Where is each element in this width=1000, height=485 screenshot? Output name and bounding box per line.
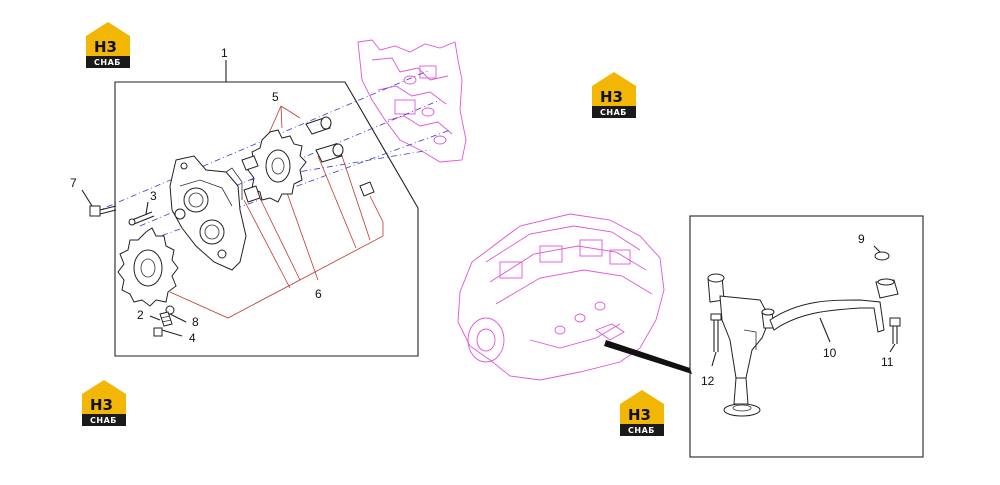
pump-group-frame — [114, 81, 419, 357]
logo-banner — [620, 424, 664, 436]
leader-9 — [873, 245, 881, 253]
pin-3 — [128, 211, 155, 226]
bolt-12 — [710, 313, 722, 367]
logo-mark-text: H3 — [628, 406, 651, 424]
logo-mark-text: H3 — [600, 88, 623, 106]
bolt-7 — [89, 205, 117, 217]
logo-mark-text: H3 — [90, 396, 113, 414]
callout-11: 11 — [881, 355, 894, 369]
bolt-11 — [889, 317, 901, 353]
logo-top-right: H3 СНАБ — [592, 72, 636, 118]
shafts — [241, 116, 375, 203]
relief-valve-parts — [153, 305, 175, 337]
engine-block-top — [357, 39, 467, 163]
logo-banner — [86, 56, 130, 68]
callout-4: 4 — [189, 331, 196, 345]
callout-3: 3 — [150, 189, 157, 203]
logo-mark-text: H3 — [94, 38, 117, 56]
pump-housing — [169, 155, 247, 271]
logo-top-left: H3 СНАБ — [86, 22, 130, 68]
logo-sub-text: СНАБ — [94, 58, 121, 67]
callout-5: 5 — [272, 90, 279, 104]
callout-12: 12 — [701, 374, 715, 388]
callout-10: 10 — [823, 346, 837, 360]
logo-bottom-left: H3 СНАБ — [82, 380, 126, 426]
oil-strainer — [707, 273, 899, 417]
logo-sub-text: СНАБ — [628, 426, 655, 435]
logo-banner — [592, 106, 636, 118]
logo-banner — [82, 414, 126, 426]
callout-1: 1 — [221, 46, 228, 60]
callout-7: 7 — [70, 176, 77, 190]
o-ring-9 — [874, 251, 890, 261]
logo-sub-text: СНАБ — [600, 108, 627, 117]
strainer-group-frame — [689, 215, 924, 458]
drive-gear — [117, 227, 179, 307]
callout-8: 8 — [192, 315, 199, 329]
callout-6: 6 — [315, 287, 322, 301]
logo-sub-text: СНАБ — [90, 416, 117, 425]
callout-9: 9 — [858, 232, 865, 246]
callout-2: 2 — [137, 308, 144, 322]
logo-bottom-center: H3 СНАБ — [620, 390, 664, 436]
detail-pointer — [604, 340, 692, 374]
callout-leaders — [81, 189, 831, 343]
rotor-gear — [247, 129, 307, 203]
engine-assembly — [457, 213, 665, 381]
